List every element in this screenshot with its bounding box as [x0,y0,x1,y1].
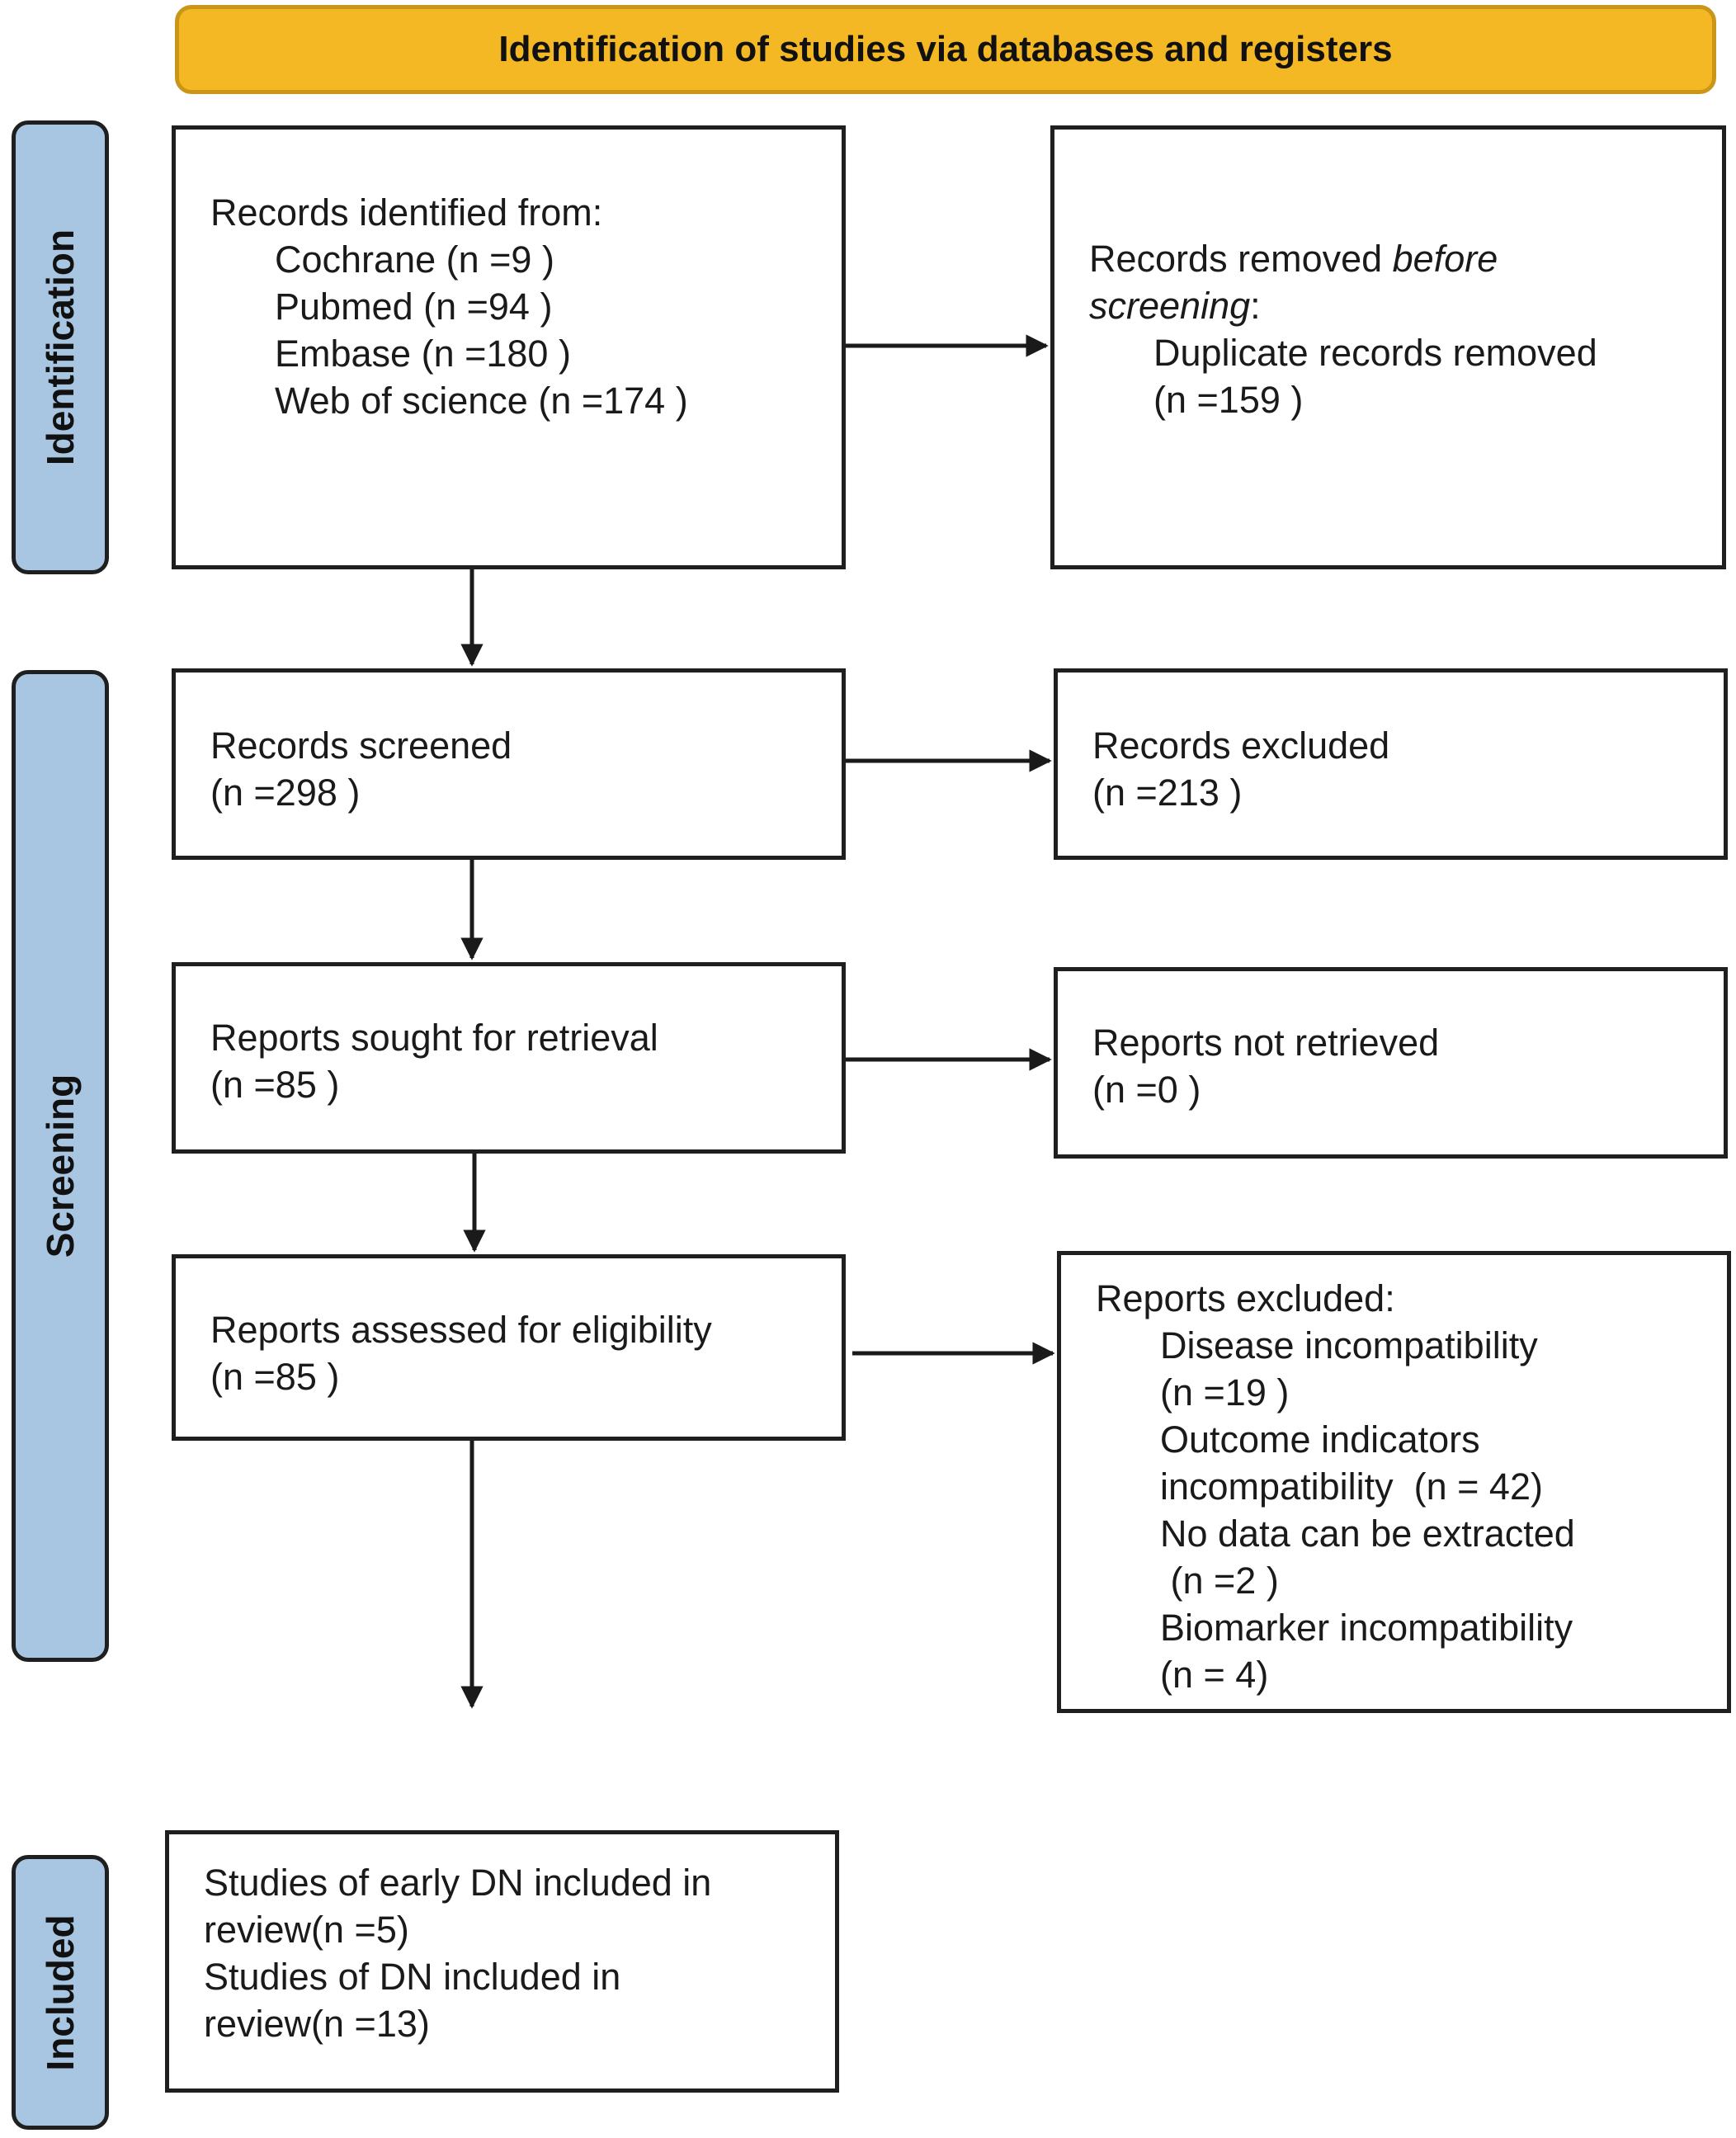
exclusion-disease-label: Disease incompatibility [1160,1324,1538,1366]
source-pubmed: Pubmed (n =94 ) [275,286,553,328]
exclusion-disease-count: (n =19 ) [1160,1371,1290,1414]
source-embase: Embase (n =180 ) [275,333,571,375]
included-early-dn-line1: Studies of early DN included in [204,1862,712,1904]
phase-included: Included [12,1855,109,2130]
duplicate-records-count: (n =159 ) [1153,379,1304,421]
records-removed-box: Records removed before screening: Duplic… [1050,125,1726,569]
reports-not-retrieved-box: Reports not retrieved (n =0 ) [1054,967,1728,1159]
reports-sought-count: (n =85 ) [210,1064,340,1106]
records-screened-label: Records screened [210,724,512,767]
reports-excluded-box: Reports excluded: Disease incompatibilit… [1057,1251,1731,1713]
included-early-dn-line2: review(n =5) [204,1909,409,1951]
reports-not-retrieved-label: Reports not retrieved [1092,1022,1440,1064]
included-dn-line2: review(n =13) [204,2003,430,2045]
included-studies-box: Studies of early DN included in review(n… [165,1830,839,2093]
duplicate-records-label: Duplicate records removed [1153,332,1597,374]
exclusion-biomarker-count: (n = 4) [1160,1654,1269,1696]
reports-assessed-box: Reports assessed for eligibility (n =85 … [172,1254,846,1441]
records-identified-box: Records identified from: Cochrane (n =9 … [172,125,846,569]
header-bar: Identification of studies via databases … [175,5,1716,94]
records-removed-line2: screening: [1089,282,1722,329]
exclusion-outcome-label: Outcome indicators [1160,1418,1480,1461]
header-title: Identification of studies via databases … [498,29,1393,69]
records-removed-prefix: Records removed [1089,238,1393,280]
records-identified-heading: Records identified from: [210,191,603,234]
records-excluded-count: (n =213 ) [1092,772,1243,814]
records-screened-count: (n =298 ) [210,772,361,814]
source-web-of-science: Web of science (n =174 ) [275,380,688,422]
records-removed-before: before [1392,238,1498,280]
phase-identification: Identification [12,120,109,574]
exclusion-no-data-label: No data can be extracted [1160,1513,1575,1555]
exclusion-outcome-count: incompatibility (n = 42) [1160,1465,1543,1508]
records-excluded-box: Records excluded (n =213 ) [1054,668,1728,860]
reports-sought-box: Reports sought for retrieval (n =85 ) [172,962,846,1154]
records-removed-line1: Records removed before [1089,235,1722,282]
records-excluded-label: Records excluded [1092,724,1390,767]
phase-screening: Screening [12,670,109,1662]
reports-assessed-label: Reports assessed for eligibility [210,1309,712,1351]
reports-not-retrieved-count: (n =0 ) [1092,1069,1201,1111]
reports-sought-label: Reports sought for retrieval [210,1017,658,1059]
records-removed-colon: : [1250,285,1261,327]
included-dn-line1: Studies of DN included in [204,1956,621,1998]
exclusion-no-data-count: (n =2 ) [1160,1560,1279,1602]
reports-assessed-count: (n =85 ) [210,1356,340,1398]
exclusion-biomarker-label: Biomarker incompatibility [1160,1607,1573,1649]
source-cochrane: Cochrane (n =9 ) [275,238,554,281]
records-removed-screening: screening [1089,285,1251,327]
records-screened-box: Records screened (n =298 ) [172,668,846,860]
reports-excluded-heading: Reports excluded: [1096,1277,1395,1319]
